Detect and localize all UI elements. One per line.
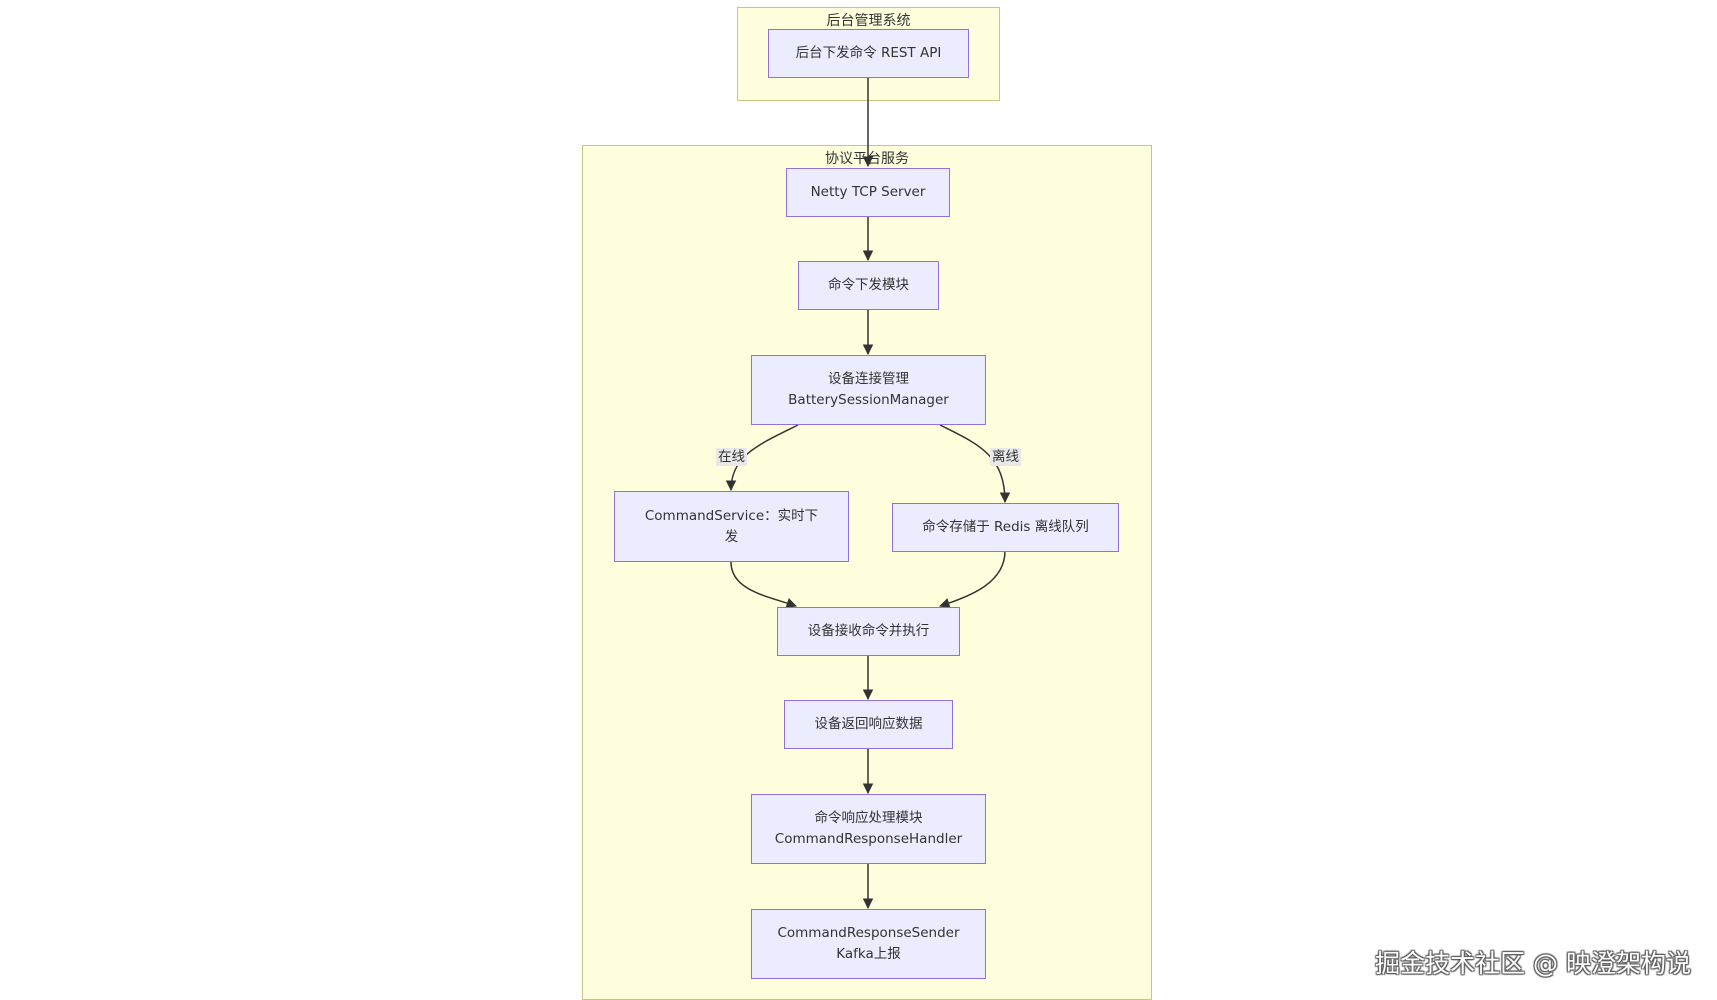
node-rest-api[interactable]: 后台下发命令 REST API	[768, 29, 969, 78]
node-resp-sender-line1: CommandResponseSender	[777, 925, 960, 941]
cluster-admin-title: 后台管理系统	[826, 13, 911, 29]
node-redis-offline-queue[interactable]: 命令存储于 Redis 离线队列	[892, 503, 1119, 552]
node-resp-handler-line2: CommandResponseHandler	[774, 831, 963, 847]
node-device-exec-label: 设备接收命令并执行	[807, 623, 930, 639]
node-netty-tcp-server[interactable]: Netty TCP Server	[786, 168, 950, 217]
node-cmd-module-label: 命令下发模块	[828, 277, 909, 293]
node-resp-handler-line1: 命令响应处理模块	[814, 810, 923, 826]
node-device-resp-label: 设备返回响应数据	[814, 716, 923, 732]
node-netty-label: Netty TCP Server	[810, 184, 926, 200]
node-command-service[interactable]: CommandService：实时下 发	[614, 491, 849, 562]
node-redis-label: 命令存储于 Redis 离线队列	[922, 519, 1089, 535]
node-session-mgr-line1: 设备连接管理	[828, 371, 909, 387]
node-rest-api-label: 后台下发命令 REST API	[795, 45, 942, 61]
node-response-sender[interactable]: CommandResponseSender Kafka上报	[751, 909, 986, 979]
node-session-manager[interactable]: 设备连接管理 BatterySessionManager	[751, 355, 986, 425]
node-cmd-service-line1: CommandService：实时下	[644, 507, 819, 524]
node-resp-sender-line2: Kafka上报	[836, 946, 901, 962]
watermark: 掘金技术社区 @ 映澄架构说	[1375, 949, 1691, 978]
edge-label-offline: 离线	[990, 448, 1021, 466]
cluster-platform-title: 协议平台服务	[825, 151, 909, 167]
node-device-execute[interactable]: 设备接收命令并执行	[777, 607, 960, 656]
node-cmd-service-line2: 发	[724, 528, 739, 545]
node-response-handler[interactable]: 命令响应处理模块 CommandResponseHandler	[751, 794, 986, 864]
node-device-response[interactable]: 设备返回响应数据	[784, 700, 953, 749]
node-session-mgr-line2: BatterySessionManager	[788, 392, 949, 408]
edge-label-online: 在线	[716, 448, 747, 466]
node-command-dispatch-module[interactable]: 命令下发模块	[798, 261, 939, 310]
